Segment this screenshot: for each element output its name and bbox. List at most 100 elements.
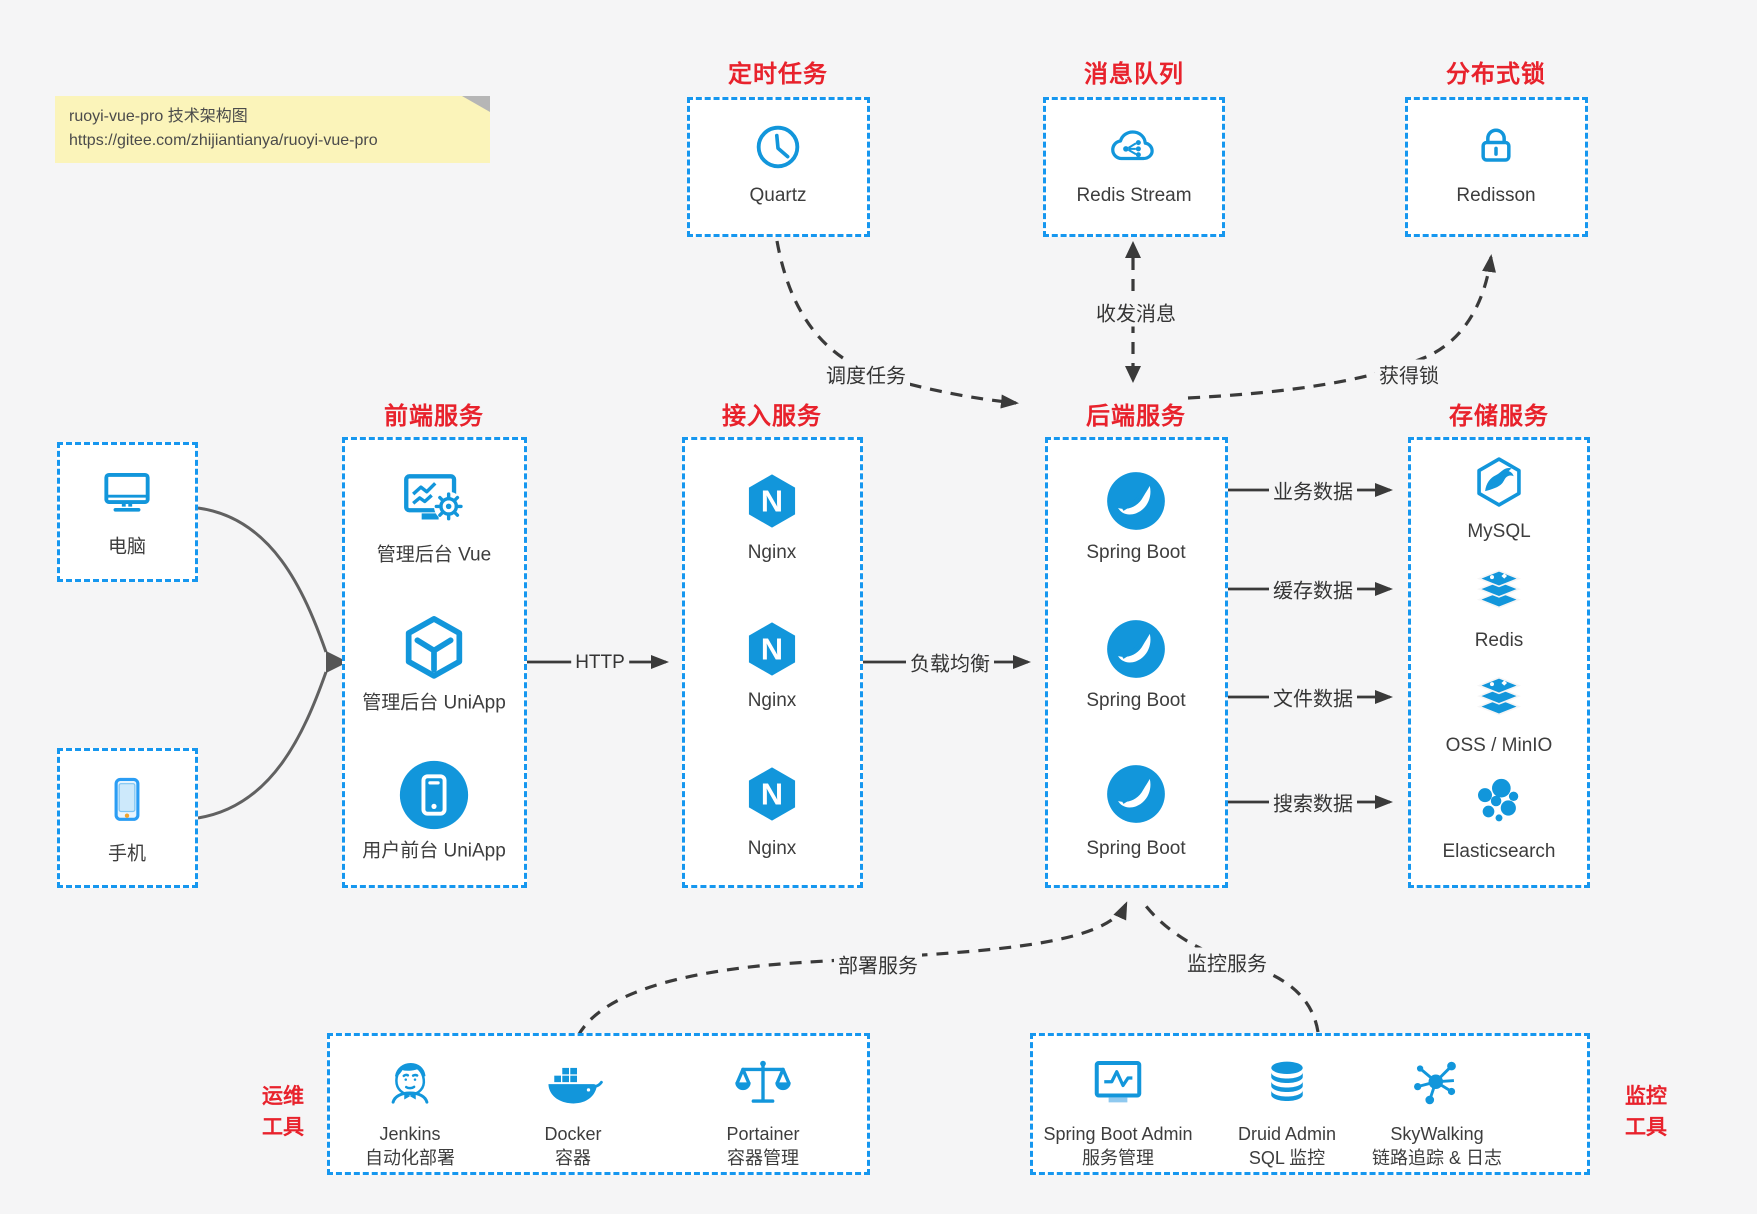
item-label-skywalking: SkyWalking 链路追踪 & 日志 [1372, 1122, 1502, 1170]
item-label-line1: Spring Boot Admin [1043, 1124, 1193, 1144]
edge-label-schedule-job: 调度任务 [822, 359, 910, 389]
monitor-side-line2: 工具 [1625, 1116, 1667, 1139]
group-title-storage: 存储服务 [1449, 403, 1549, 430]
item-label-phone: 手机 [107, 843, 147, 865]
edge-label-http: HTTP [571, 652, 629, 674]
cloud-share-icon [1111, 130, 1154, 161]
note-url: https://gitee.com/zhijiantianya/ruoyi-vu… [69, 132, 378, 149]
spring-boot-icon [1107, 472, 1165, 530]
item-label-redis: Redis [1474, 630, 1524, 651]
item-label-docker: Docker 容器 [544, 1122, 601, 1170]
phone-to-frontend-curve [197, 671, 328, 820]
druid-icon [1271, 1061, 1303, 1101]
message-queue-box [1043, 97, 1225, 237]
edge-label-load-balance: 负载均衡 [906, 647, 994, 677]
item-label-admin-vue: 管理后台 Vue [376, 544, 492, 566]
group-title-message-queue: 消息队列 [1084, 61, 1184, 88]
item-label-line1: SkyWalking [1390, 1124, 1484, 1144]
group-title-scheduled-job: 定时任务 [728, 61, 828, 88]
edge-label-search-data: 搜索数据 [1269, 787, 1357, 817]
svg-text:N: N [761, 485, 783, 519]
edge-label-acquire-lock: 获得锁 [1375, 359, 1443, 389]
docker-icon [548, 1067, 603, 1104]
ops-tools-side-label: 运维 工具 [262, 1081, 304, 1143]
monitor-tools-side-label: 监控 工具 [1625, 1081, 1667, 1143]
pc-box [57, 442, 198, 582]
item-label-nginx: Nginx [747, 838, 797, 859]
edge-label-send-receive-message: 收发消息 [1092, 297, 1180, 327]
mobile-icon [114, 777, 140, 821]
storage-services-box [1408, 437, 1590, 888]
note-fold-corner [462, 96, 490, 112]
user-app-icon [399, 760, 469, 830]
group-title-distributed-lock: 分布式锁 [1446, 61, 1546, 88]
message-arrowhead-up [1125, 241, 1141, 258]
ops-side-line1: 运维 [262, 1085, 304, 1108]
item-label-line1: Jenkins [379, 1124, 441, 1144]
desktop-icon [104, 472, 150, 512]
item-label-line2: 容器管理 [726, 1148, 799, 1168]
item-label-line1: Docker [544, 1124, 602, 1144]
spring-boot-icon [1107, 765, 1165, 823]
oss-stack-icon [1476, 676, 1522, 716]
edge-label-business-data: 业务数据 [1269, 475, 1357, 505]
item-label-spring-boot: Spring Boot [1086, 838, 1186, 859]
distributed-lock-box [1405, 97, 1588, 237]
item-label-line1: Portainer [726, 1124, 800, 1144]
spring-boot-admin-icon [1094, 1061, 1142, 1103]
svg-text:N: N [761, 778, 783, 812]
group-title-backend: 后端服务 [1086, 403, 1186, 430]
acquire-lock-dashed [1187, 254, 1496, 400]
item-label-pc: 电脑 [107, 536, 147, 558]
mysql-icon [1477, 457, 1521, 507]
note-title: ruoyi-vue-pro 技术架构图 [69, 108, 248, 125]
item-label-spring-boot: Spring Boot [1086, 542, 1186, 563]
clock-icon [756, 125, 800, 169]
item-label-druid-admin: Druid Admin SQL 监控 [1238, 1122, 1336, 1170]
elasticsearch-icon [1478, 778, 1519, 822]
lock-icon [1481, 128, 1511, 162]
item-label-line2: 链路追踪 & 日志 [1371, 1148, 1503, 1168]
item-label-spring-boot: Spring Boot [1086, 690, 1186, 711]
svg-text:N: N [761, 633, 783, 667]
portainer-icon [735, 1060, 791, 1103]
item-label-admin-uniapp: 管理后台 UniApp [362, 692, 506, 714]
message-arrowhead-down [1125, 366, 1141, 383]
redis-stack-icon [1476, 569, 1522, 609]
edge-label-monitor-service: 监控服务 [1183, 947, 1271, 977]
item-label-redis-stream: Redis Stream [1076, 185, 1192, 206]
edge-label-cache-data: 缓存数据 [1269, 574, 1357, 604]
item-label-user-uniapp: 用户前台 UniApp [362, 840, 506, 862]
item-label-line1: Druid Admin [1237, 1124, 1337, 1144]
group-title-gateway: 接入服务 [722, 403, 822, 430]
item-label-nginx: Nginx [747, 690, 797, 711]
monitor-side-line1: 监控 [1625, 1085, 1667, 1108]
item-label-oss-minio: OSS / MinIO [1445, 735, 1553, 756]
group-title-frontend: 前端服务 [384, 403, 484, 430]
item-label-jenkins: Jenkins 自动化部署 [365, 1122, 455, 1170]
jenkins-icon [391, 1062, 429, 1104]
edge-label-deploy-service: 部署服务 [834, 949, 922, 979]
pc-to-frontend-curve [197, 506, 328, 653]
item-label-line2: 自动化部署 [365, 1148, 455, 1168]
item-label-portainer: Portainer 容器管理 [726, 1122, 799, 1170]
item-label-spring-boot-admin: Spring Boot Admin 服务管理 [1043, 1122, 1192, 1170]
sticky-note: ruoyi-vue-pro 技术架构图 https://gitee.com/zh… [55, 96, 490, 163]
nginx-icon: N [748, 474, 796, 528]
frontend-arrowhead [326, 651, 348, 673]
item-label-nginx: Nginx [747, 542, 797, 563]
spring-boot-icon [1107, 620, 1165, 678]
nginx-icon: N [748, 767, 796, 821]
skywalking-icon [1414, 1061, 1456, 1105]
item-label-line2: SQL 监控 [1248, 1148, 1326, 1168]
uniapp-cube-icon [405, 616, 463, 679]
monitor-tools-box [1030, 1033, 1590, 1175]
item-label-redisson: Redisson [1456, 185, 1536, 206]
ops-side-line2: 工具 [262, 1116, 304, 1139]
item-label-quartz: Quartz [749, 185, 807, 206]
edge-label-file-data: 文件数据 [1269, 682, 1357, 712]
item-label-mysql: MySQL [1467, 521, 1531, 542]
item-label-line2: 容器 [554, 1148, 591, 1168]
item-label-line2: 服务管理 [1082, 1148, 1154, 1168]
